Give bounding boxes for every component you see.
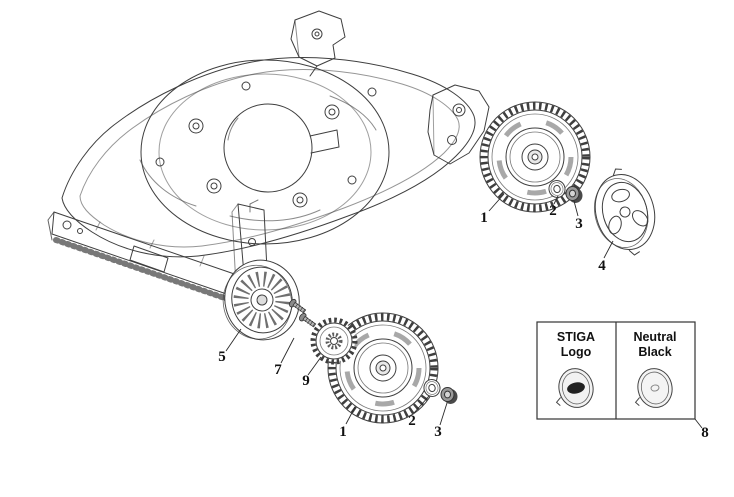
cap-neutral-black: [634, 368, 673, 408]
leader-washer-top: [553, 195, 559, 205]
callout-wheel-top: 1: [480, 210, 488, 226]
legend-neutral-title-line2: Black: [638, 345, 671, 359]
callout-screws: 7: [274, 362, 282, 378]
callout-gear: 9: [302, 373, 310, 389]
deck-dome: [140, 59, 390, 245]
pulley-part: [222, 259, 300, 341]
leader-screws: [280, 337, 295, 364]
callout-numbers: 1 2 3 4 5 7 9 1 2 3 8: [218, 203, 709, 441]
leader-pulley: [225, 328, 242, 352]
legend-box: STIGA Logo Neutral Black: [536, 321, 696, 420]
callout-nut-bottom: 3: [434, 424, 442, 440]
callout-pulley: 5: [218, 349, 226, 365]
leader-washer-bottom: [413, 395, 430, 414]
legend-stiga-title-line1: STIGA: [557, 330, 595, 344]
cap-stiga-logo: [555, 368, 594, 408]
leader-lines: [225, 193, 703, 429]
hub-cap-part: [594, 168, 656, 256]
leader-wheel-top: [488, 193, 505, 212]
callout-nut-top: 3: [575, 216, 583, 232]
callout-wheel-bottom: 1: [339, 424, 347, 440]
leader-nut-top: [573, 200, 579, 217]
deck-right-bracket: [427, 84, 490, 165]
deck-center-hole: [223, 103, 313, 193]
legend-stiga-title-line2: Logo: [561, 345, 592, 359]
leader-nut-bottom: [439, 402, 448, 426]
mower-deck-illustration: [47, 10, 490, 307]
deck-outline: [61, 57, 476, 258]
leader-gear: [307, 356, 322, 376]
leader-wheel-bottom: [345, 406, 356, 425]
nut-bottom: [440, 387, 458, 405]
deck-skirt-plate: [51, 211, 247, 301]
leader-hub-cap: [603, 240, 614, 259]
gear-part: [310, 317, 358, 365]
callout-washer-bottom: 2: [408, 413, 416, 429]
leader-legend-box: [694, 418, 703, 429]
callout-hub-cap: 4: [598, 258, 606, 274]
screw-2: [297, 311, 318, 330]
legend-neutral-title-line1: Neutral: [633, 330, 676, 344]
callout-legend-box: 8: [701, 425, 709, 441]
stiga-badge: [567, 382, 585, 394]
callout-washer-top: 2: [549, 203, 557, 219]
deck-top-bracket: [290, 10, 346, 67]
